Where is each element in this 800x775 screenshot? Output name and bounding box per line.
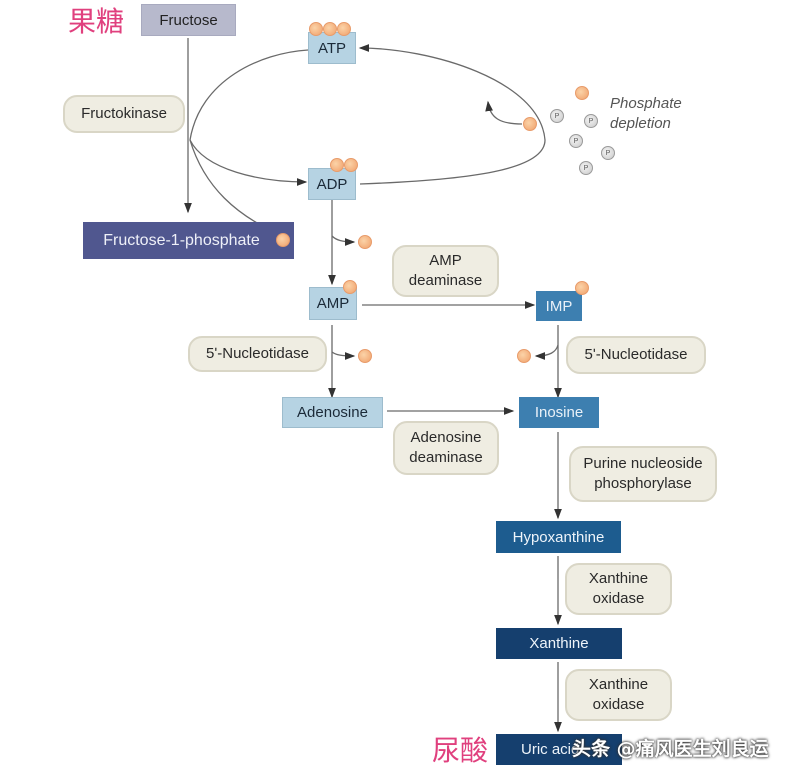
enzyme-label: Xanthine bbox=[588, 676, 649, 693]
node-fructose: Fructose bbox=[141, 4, 236, 36]
arrow-adp-release-pi bbox=[331, 235, 356, 246]
phosphate-icon bbox=[575, 281, 589, 295]
node-inosine: Inosine bbox=[519, 397, 599, 428]
phosphate-icon bbox=[330, 158, 344, 172]
node-adenosine: Adenosine bbox=[282, 397, 383, 428]
free-phosphate-icon: P bbox=[584, 114, 598, 128]
phosphate-icon bbox=[337, 22, 351, 36]
enzyme-5-nucleotidase-right: 5ʹ-Nucleotidase bbox=[566, 336, 706, 374]
phosphate-depletion-label: Phosphate depletion bbox=[610, 94, 682, 134]
arrow-amp-release-pi bbox=[331, 351, 356, 360]
node-adp: ADP bbox=[308, 168, 356, 200]
phosphate-symbol: P bbox=[583, 164, 589, 172]
enzyme-xanthine-oxidase-2: Xanthine oxidase bbox=[565, 669, 672, 721]
node-imp: IMP bbox=[536, 291, 582, 321]
uric-acid-cn-label: 尿酸 bbox=[432, 734, 489, 767]
phosphate-icon bbox=[358, 235, 372, 249]
enzyme-label: 5ʹ-Nucleotidase bbox=[584, 346, 688, 363]
arrow-pi-into-cycle bbox=[485, 100, 523, 125]
arrow-to-adp bbox=[189, 139, 308, 186]
node-hypoxanthine: Hypoxanthine bbox=[496, 521, 621, 553]
enzyme-5-nucleotidase-left: 5ʹ-Nucleotidase bbox=[188, 336, 327, 372]
phosphate-icon bbox=[523, 117, 537, 131]
phosphate-depletion-line-2: depletion bbox=[610, 115, 671, 132]
phosphate-icon bbox=[276, 233, 290, 247]
node-fructose-1-phosphate: Fructose-1-phosphate bbox=[83, 222, 294, 259]
arrow-cycle-right-to-atp bbox=[358, 44, 546, 141]
phosphate-icon bbox=[517, 349, 531, 363]
enzyme-amp-deaminase: AMP deaminase bbox=[392, 245, 499, 297]
enzyme-label: oxidase bbox=[592, 696, 645, 713]
enzyme-label: Adenosine bbox=[410, 429, 482, 446]
enzyme-adenosine-deaminase: Adenosine deaminase bbox=[393, 421, 499, 475]
enzyme-label: Purine nucleoside bbox=[583, 455, 703, 472]
phosphate-depletion-line-1: Phosphate bbox=[610, 95, 682, 112]
phosphate-icon bbox=[309, 22, 323, 36]
free-phosphate-icon: P bbox=[579, 161, 593, 175]
phosphate-symbol: P bbox=[588, 117, 594, 125]
fructose-1-phosphate-label: Fructose-1-phosphate bbox=[103, 231, 260, 249]
enzyme-label: AMP bbox=[429, 252, 462, 269]
arrow-cycle-lower-from-adp bbox=[359, 139, 546, 185]
arrow-imp-release-pi bbox=[534, 344, 559, 360]
enzyme-label: deaminase bbox=[409, 449, 483, 466]
phosphate-symbol: P bbox=[605, 149, 611, 157]
enzyme-label: Xanthine bbox=[588, 570, 649, 587]
node-atp: ATP bbox=[308, 32, 356, 64]
watermark: 头条 @痛风医生刘良运 bbox=[572, 738, 769, 760]
arrow-cycle-upper bbox=[189, 49, 309, 141]
phosphate-icon bbox=[575, 86, 589, 100]
phosphate-icon bbox=[358, 349, 372, 363]
arrow-to-f1p-phosphate bbox=[189, 139, 272, 231]
phosphate-icon bbox=[323, 22, 337, 36]
enzyme-purine-nucleoside-phosphorylase: Purine nucleoside phosphorylase bbox=[569, 446, 717, 502]
enzyme-fructokinase: Fructokinase bbox=[63, 95, 185, 133]
free-phosphate-icon: P bbox=[601, 146, 615, 160]
free-phosphate-icon: P bbox=[550, 109, 564, 123]
phosphate-icon bbox=[344, 158, 358, 172]
enzyme-xanthine-oxidase-1: Xanthine oxidase bbox=[565, 563, 672, 615]
node-uric-acid: Uric acid bbox=[496, 734, 622, 765]
node-xanthine: Xanthine bbox=[496, 628, 622, 659]
enzyme-label: 5ʹ-Nucleotidase bbox=[206, 345, 309, 362]
fructose-cn-label: 果糖 bbox=[68, 5, 125, 38]
phosphate-symbol: P bbox=[554, 112, 560, 120]
phosphate-symbol: P bbox=[573, 137, 579, 145]
enzyme-label: deaminase bbox=[408, 272, 483, 289]
enzyme-label: Fructokinase bbox=[81, 105, 167, 122]
enzyme-label: oxidase bbox=[592, 590, 645, 607]
phosphate-icon bbox=[343, 280, 357, 294]
enzyme-label: phosphorylase bbox=[594, 475, 692, 492]
free-phosphate-icon: P bbox=[569, 134, 583, 148]
